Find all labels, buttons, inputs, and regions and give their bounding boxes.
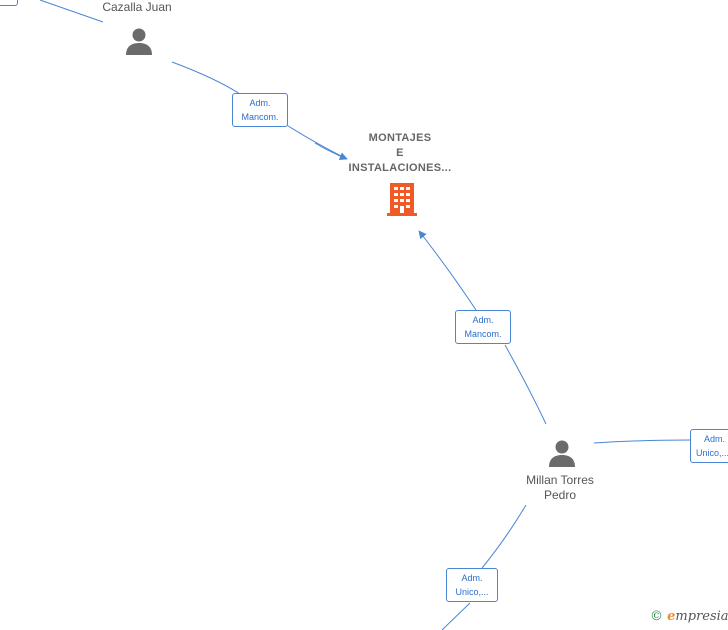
person-icon[interactable]: [548, 439, 576, 467]
edge-millan-company[interactable]: [504, 344, 547, 425]
person-name-cazalla[interactable]: Cazalla Juan: [102, 0, 172, 14]
person-name-millan-line1: Millan Torres: [526, 473, 594, 487]
edge-role-line1: Adm.: [461, 573, 483, 583]
company-name[interactable]: MONTAJES E INSTALACIONES...: [330, 131, 470, 176]
edge-label-millan-company[interactable]: Adm. Mancom.: [455, 310, 511, 344]
edge-role-line2: Unico,...: [696, 448, 728, 458]
edge-millan-right[interactable]: [593, 439, 692, 444]
edge-millan-company-arrow: [418, 230, 477, 311]
edge-role-line2: Unico,...: [455, 587, 489, 597]
edge-offscreen-cazalla: [39, 0, 104, 23]
edge-cazalla-company-arrow: [314, 142, 348, 160]
empresia-watermark: © empresia: [650, 609, 728, 624]
person-name-millan-line2: Pedro: [543, 488, 577, 502]
edge-label-cazalla-company[interactable]: Adm. Mancom.: [232, 93, 288, 127]
person-icon[interactable]: [125, 27, 153, 55]
company-name-line2: E: [396, 147, 404, 159]
edge-role-line2: Mancom.: [241, 112, 279, 122]
person-name-millan[interactable]: Millan Torres Pedro: [512, 473, 608, 503]
company-name-line1: MONTAJES: [368, 132, 432, 144]
brand-logo-text: mpresia: [675, 609, 728, 624]
copyright-symbol: ©: [650, 609, 663, 624]
edge-role-line1: Adm.: [472, 315, 494, 325]
edge-label-millan-bottom[interactable]: Adm. Unico,...: [446, 568, 498, 602]
brand-logo-e: e: [667, 609, 676, 624]
edge-role-line2: Mancom.: [464, 329, 502, 339]
edge-role-line1: Adm.: [704, 434, 726, 444]
edge-millan-bottom[interactable]: [441, 504, 527, 630]
edge-label-millan-right[interactable]: Adm. Unico,...: [690, 429, 728, 463]
company-name-line3: INSTALACIONES...: [348, 162, 452, 174]
building-icon[interactable]: [386, 181, 418, 217]
edge-role-line1: Adm.: [249, 98, 271, 108]
edge-label-offscreen[interactable]: [0, 0, 18, 6]
